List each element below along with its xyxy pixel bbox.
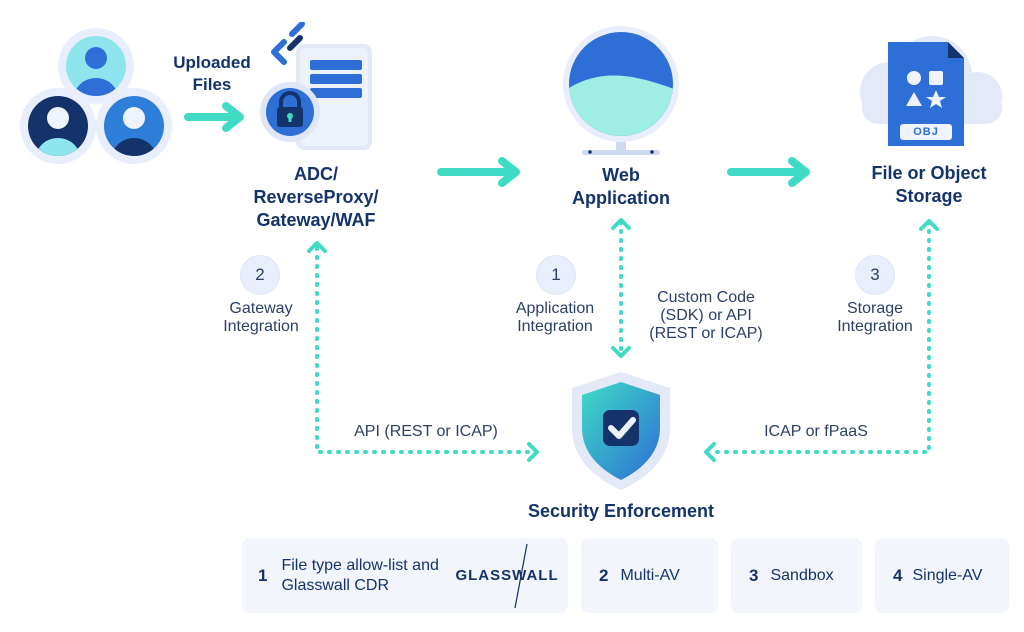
card-file-type-cdr: 1 File type allow-list and Glasswall CDR… bbox=[242, 538, 568, 613]
application-integration-label: Application Integration bbox=[515, 300, 595, 335]
card-sandbox: 3 Sandbox bbox=[731, 538, 862, 613]
gateway-integration-label: Gateway Integration bbox=[223, 300, 299, 335]
card-single-av: 4 Single-AV bbox=[875, 538, 1009, 613]
dotted-gateway-connector bbox=[315, 246, 535, 454]
api-rest-icap-label: API (REST or ICAP) bbox=[354, 423, 498, 440]
card-multi-av: 2 Multi-AV bbox=[581, 538, 718, 613]
card-number: 3 bbox=[749, 565, 759, 585]
adc-label: ADC/ ReverseProxy/ Gateway/WAF bbox=[253, 164, 379, 230]
card-text: Sandbox bbox=[770, 566, 834, 584]
gateway-integration-badge: 2 bbox=[240, 255, 280, 295]
web-app-label: Web Application bbox=[572, 165, 670, 208]
card-number: 1 bbox=[258, 565, 268, 585]
custom-code-label: Custom Code (SDK) or API (REST or ICAP) bbox=[649, 289, 763, 342]
security-enforcement-label: Security Enforcement bbox=[527, 501, 715, 521]
arrow-adc-to-webapp bbox=[437, 157, 520, 187]
storage-label: File or Object Storage bbox=[871, 163, 987, 206]
glasswall-logo: GLASSWALL bbox=[455, 543, 565, 608]
obj-tag: OBJ bbox=[913, 126, 939, 138]
cloud-storage-icon bbox=[860, 36, 1002, 146]
storage-integration-badge: 3 bbox=[855, 255, 895, 295]
icap-fpaas-label: ICAP or fPaaS bbox=[764, 423, 868, 440]
card-number: 4 bbox=[893, 565, 903, 585]
server-lock-icon bbox=[260, 22, 372, 150]
dotted-storage-connector bbox=[708, 220, 931, 454]
shield-check-icon bbox=[572, 372, 670, 490]
card-text: Multi-AV bbox=[620, 566, 680, 584]
arrow-users-to-adc bbox=[184, 102, 244, 132]
monitor-icon bbox=[563, 26, 679, 155]
card-text: Single-AV bbox=[912, 566, 983, 584]
users-icon bbox=[20, 28, 172, 164]
card-number: 2 bbox=[599, 565, 609, 585]
uploaded-files-label: Uploaded Files bbox=[173, 53, 251, 94]
card-text: File type allow-list and Glasswall CDR bbox=[281, 556, 439, 594]
application-integration-badge: 1 bbox=[536, 255, 576, 295]
arrow-webapp-to-storage bbox=[727, 157, 810, 187]
storage-integration-label: Storage Integration bbox=[837, 300, 913, 335]
